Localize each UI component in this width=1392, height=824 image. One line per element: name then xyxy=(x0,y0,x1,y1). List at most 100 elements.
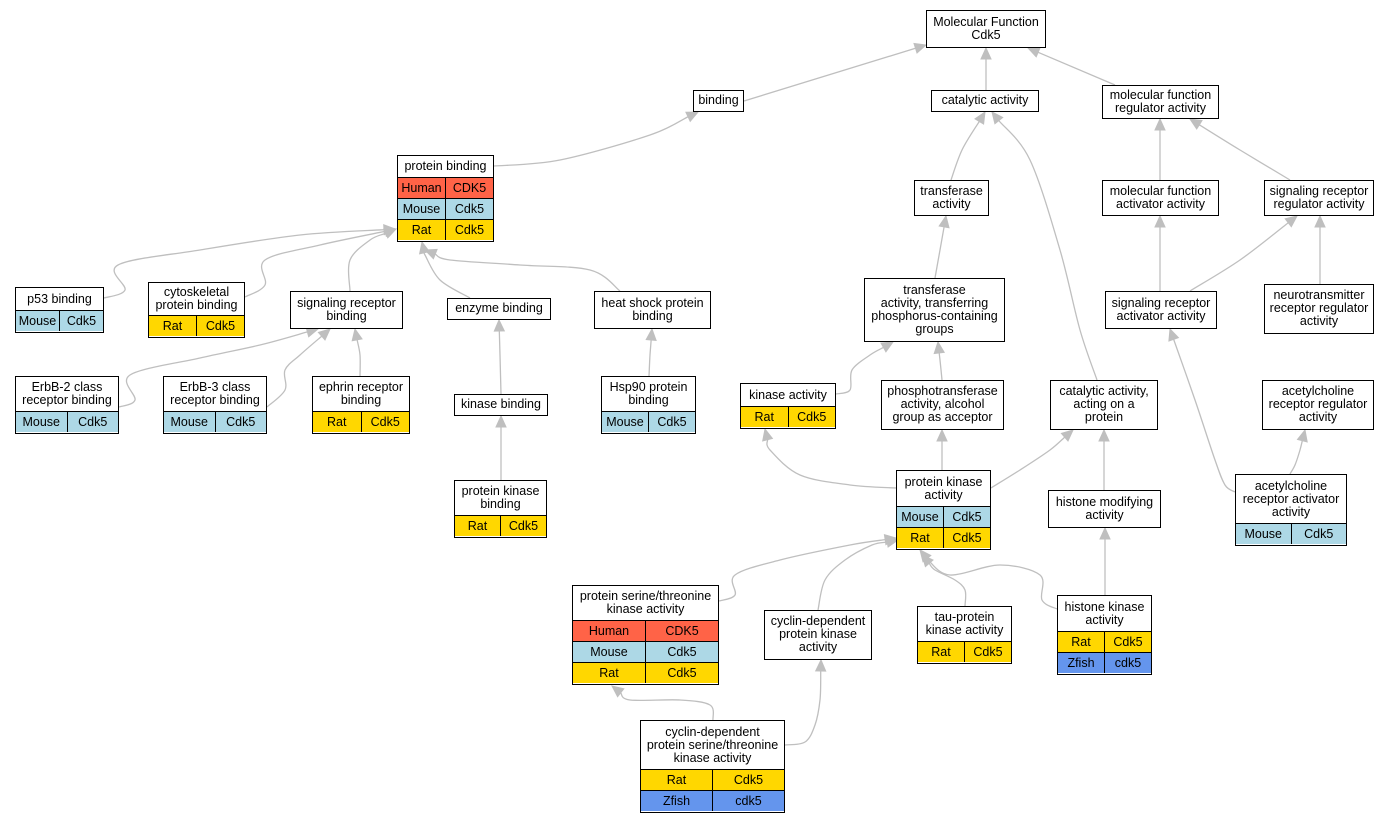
gene-label: CDK5 xyxy=(445,178,493,199)
edge-erbb2-to-sigbind xyxy=(118,331,308,408)
node-molecular-function[interactable]: Molecular Function Cdk5 xyxy=(926,10,1046,48)
species-label: Rat xyxy=(666,773,687,788)
gene-label: Cdk5 xyxy=(214,412,267,433)
node-signaling-receptor-activator-activity[interactable]: signaling receptor activator activity xyxy=(1105,291,1217,329)
node-title: ephrin receptor binding xyxy=(318,380,404,408)
arrowhead-pka-to-kinact xyxy=(762,427,774,442)
node-molecular-function-activator-activity[interactable]: molecular function activator activity xyxy=(1102,180,1219,216)
node-title: heat shock protein binding xyxy=(601,295,704,323)
edge-binding-to-mf xyxy=(743,47,916,102)
gene-label: Cdk5 xyxy=(500,516,546,537)
node-binding[interactable]: binding xyxy=(693,90,744,112)
arrowhead-protbind-to-binding xyxy=(685,111,700,123)
edge-tau-to-pka xyxy=(928,562,967,607)
gene-label: Cdk5 xyxy=(1104,632,1151,653)
node-title: Molecular Function Cdk5 xyxy=(933,14,1039,42)
node-acetylcholine-receptor-regulator-activity[interactable]: acetylcholine receptor regulator activit… xyxy=(1262,380,1374,430)
arrowhead-protkinbind-to-kinbind xyxy=(495,414,507,428)
arrowhead-sigregact-to-mfreg xyxy=(1188,118,1203,130)
node-title: protein kinase binding xyxy=(461,484,540,512)
node-neurotransmitter-receptor-regulator-activity[interactable]: neurotransmitter receptor regulator acti… xyxy=(1264,284,1374,334)
node-molecular-function-regulator-activity[interactable]: molecular function regulator activity xyxy=(1102,85,1219,119)
edge-mfreg-to-mf xyxy=(1037,51,1116,86)
node-title: protein kinase activity xyxy=(904,474,983,502)
arrowhead-cdpst-to-cdpk xyxy=(814,658,827,672)
species-label: Rat xyxy=(162,319,183,334)
node-title: signaling receptor binding xyxy=(297,295,396,323)
gene-label: CDK5 xyxy=(645,621,718,642)
node-cyclin-dependent-protein-serine-threonine-kinase-activity[interactable]: cyclin-dependent protein serine/threonin… xyxy=(640,720,785,813)
edge-pka-to-kinact xyxy=(766,439,897,489)
arrowhead-hsp-to-protbind xyxy=(423,248,438,260)
edge-phosalc-to-transphos xyxy=(938,352,943,381)
edge-sigact-to-sigregact xyxy=(1189,222,1289,292)
arrowhead-catalytic-to-mf xyxy=(980,46,992,60)
edge-catprot-to-catalytic xyxy=(998,120,1098,381)
arrowhead-pka-to-catprot xyxy=(1060,429,1074,442)
arrowhead-erbb3-to-sigbind xyxy=(317,328,331,341)
node-heat-shock-protein-binding[interactable]: heat shock protein binding xyxy=(594,291,711,329)
edge-hsp90-to-hsp xyxy=(648,339,652,377)
edge-protbind-to-binding xyxy=(493,116,689,167)
node-acetylcholine-receptor-activator-activity[interactable]: acetylcholine receptor activator activit… xyxy=(1235,474,1347,546)
node-title: acetylcholine receptor activator activit… xyxy=(1242,478,1340,519)
gene-label: Cdk5 xyxy=(712,770,784,791)
gene-label: Cdk5 xyxy=(943,507,990,528)
edge-ephrin-to-sigbind xyxy=(356,339,361,377)
arrowhead-ephrin-to-sigbind xyxy=(351,327,363,342)
arrowhead-hsp90-to-hsp xyxy=(645,327,657,341)
node-title: cytoskeletal protein binding xyxy=(155,285,238,313)
node-title: Hsp90 protein binding xyxy=(609,380,688,408)
node-title: transferase activity, transferring phosp… xyxy=(871,282,998,336)
node-protein-serine-threonine-kinase-activity[interactable]: protein serine/threonine kinase activity… xyxy=(572,585,719,685)
node-signaling-receptor-regulator-activity[interactable]: signaling receptor regulator activity xyxy=(1264,180,1374,216)
node-title: binding xyxy=(698,93,739,108)
node-title: ErbB-3 class receptor binding xyxy=(170,380,260,408)
node-transferase-phosphorus[interactable]: transferase activity, transferring phosp… xyxy=(864,278,1005,342)
node-catalytic-activity[interactable]: catalytic activity xyxy=(931,90,1039,112)
arrowhead-neuro-to-sigregact xyxy=(1314,214,1326,228)
node-enzyme-binding[interactable]: enzyme binding xyxy=(447,298,551,320)
edge-cdpst-to-cdpk xyxy=(784,670,822,746)
species-label: Rat xyxy=(754,410,774,425)
node-kinase-binding[interactable]: kinase binding xyxy=(454,394,548,416)
node-title: ErbB-2 class receptor binding xyxy=(22,380,112,408)
node-title: enzyme binding xyxy=(455,301,543,316)
node-signaling-receptor-binding[interactable]: signaling receptor binding xyxy=(290,291,403,329)
edge-achact-to-achreg xyxy=(1289,440,1303,475)
species-label: Mouse xyxy=(402,202,441,217)
gene-label: Cdk5 xyxy=(66,412,119,433)
species-label: Rat xyxy=(1071,635,1091,650)
node-catalytic-activity-acting-on-protein[interactable]: catalytic activity, acting on a protein xyxy=(1050,380,1158,430)
node-histone-modifying-activity[interactable]: histone modifying activity xyxy=(1048,490,1161,528)
node-cyclin-dependent-protein-kinase-activity[interactable]: cyclin-dependent protein kinase activity xyxy=(764,610,872,660)
species-label: Rat xyxy=(411,223,432,238)
node-phosphotransferase-alcohol[interactable]: phosphotransferase activity, alcohol gro… xyxy=(881,380,1004,430)
node-title: cyclin-dependent protein serine/threonin… xyxy=(646,724,779,765)
gene-row-rat: Rat Cdk5 xyxy=(641,769,784,791)
species-label: Mouse xyxy=(18,314,57,329)
node-transferase-activity[interactable]: transferase activity xyxy=(914,180,989,216)
edge-pka-to-catprot xyxy=(990,436,1066,489)
edge-erbb3-to-sigbind xyxy=(266,335,323,408)
node-title: protein binding xyxy=(404,159,487,174)
